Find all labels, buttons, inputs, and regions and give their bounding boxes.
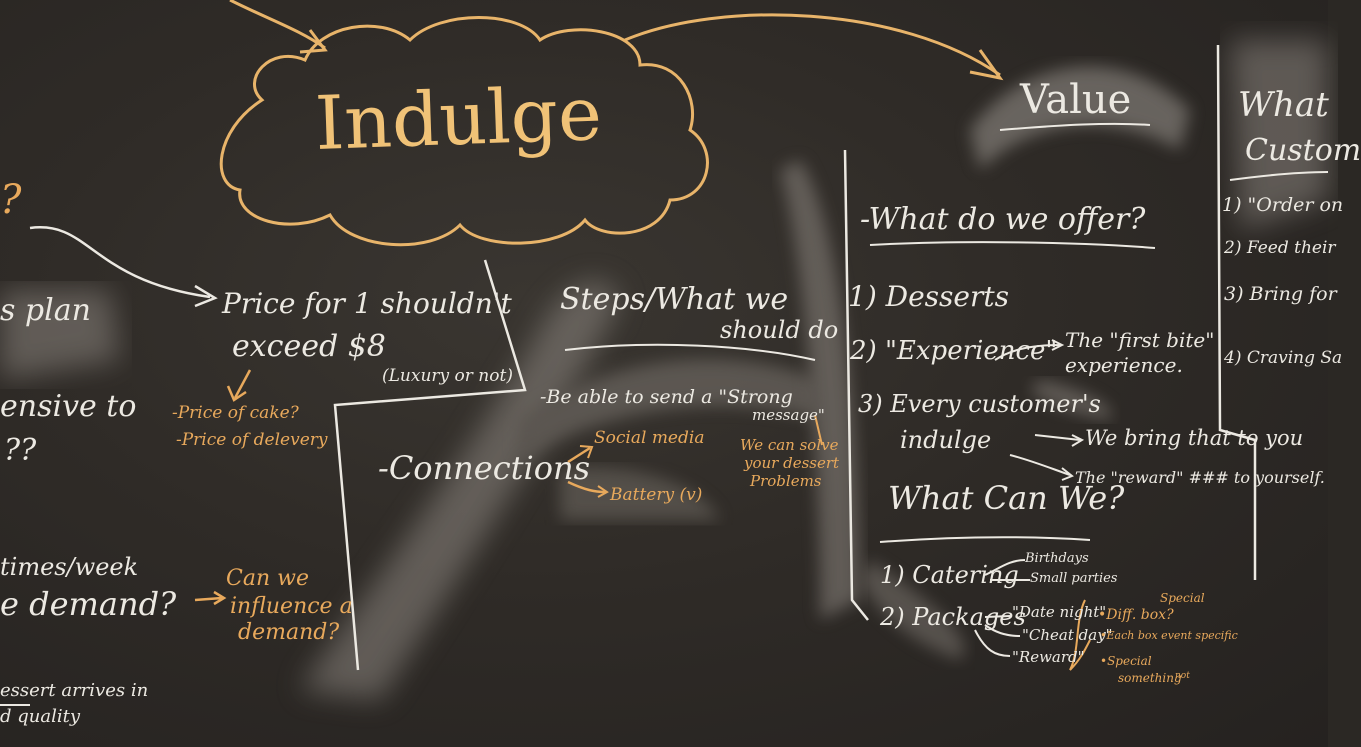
- value-reward: The "reward" ### to yourself.: [1075, 468, 1325, 487]
- value-item-1: 1) Desserts: [848, 280, 1009, 313]
- price-line-1: Price for 1 shouldn't: [222, 287, 512, 320]
- steps-send-1: -Be able to send a "Strong: [540, 386, 793, 408]
- value-special-something-1: •Special: [1100, 654, 1152, 668]
- cloud-outline: [219, 16, 709, 247]
- influence-line-2: influence a: [230, 594, 353, 619]
- influence-line-3: demand?: [238, 620, 340, 645]
- steps-heading-2: should do: [720, 316, 839, 344]
- value-can-we: What Can We?: [888, 479, 1125, 517]
- left-plan-text: s plan: [0, 293, 91, 328]
- steps-connections: -Connections: [378, 449, 591, 487]
- value-small-parties: Small parties: [1030, 571, 1118, 586]
- steps-social-media: Social media: [594, 428, 705, 448]
- value-date-night: "Date night": [1012, 603, 1107, 621]
- chalk-drawing-layer: [0, 0, 1329, 706]
- left-dessert-text: essert arrives in: [0, 680, 149, 701]
- value-each-box: •Each box event specific: [1100, 629, 1238, 642]
- cloud-title: Indulge: [313, 71, 604, 167]
- left-demand-text: e demand?: [0, 585, 177, 623]
- left-times-text: times/week: [0, 553, 139, 581]
- right-item-2: 2) Feed their: [1224, 238, 1336, 258]
- steps-battery: Battery (v): [610, 485, 703, 505]
- value-not: not: [1175, 671, 1190, 681]
- steps-heading-1: Steps/What we: [560, 282, 789, 317]
- value-first-bite-1: The "first bite": [1065, 328, 1215, 352]
- right-item-1: 1) "Order on: [1222, 194, 1344, 216]
- right-title-1: What: [1238, 85, 1329, 125]
- left-question-mark: ?: [0, 177, 22, 223]
- left-ensive-text: ensive to: [0, 389, 137, 424]
- steps-solve-1: We can solve: [740, 436, 839, 454]
- left-quality-text: d quality: [0, 706, 81, 727]
- price-line-2: exceed $8: [232, 329, 386, 364]
- value-item-3-line-1: 3) Every customer's: [858, 390, 1101, 418]
- value-birthdays: Birthdays: [1025, 551, 1089, 566]
- price-delivery: -Price of delevery: [176, 430, 328, 450]
- influence-line-1: Can we: [226, 566, 309, 591]
- right-title-2: Custom: [1245, 133, 1361, 168]
- value-item-2: 2) "Experience": [850, 336, 1058, 366]
- left-qqq-text: ??: [4, 433, 37, 468]
- value-cheat-day: "Cheat day": [1022, 626, 1113, 644]
- value-catering: 1) Catering: [880, 561, 1019, 589]
- value-diff-box: •Diff. box?: [1098, 607, 1174, 623]
- steps-send-2: message": [752, 406, 825, 424]
- value-offer-heading: -What do we offer?: [860, 202, 1146, 237]
- steps-solve-3: Problems: [750, 472, 822, 490]
- right-item-3: 3) Bring for: [1224, 283, 1337, 305]
- value-packages: 2) Packages: [880, 603, 1026, 631]
- value-bring: We bring that to you: [1085, 426, 1304, 450]
- eraser-smudges: [0, 40, 1328, 700]
- value-first-bite-2: experience.: [1065, 353, 1183, 377]
- value-reward-package: "Reward": [1012, 648, 1085, 666]
- price-paren: (Luxury or not): [382, 366, 513, 386]
- price-cake: -Price of cake?: [172, 403, 299, 423]
- value-title: Value: [1020, 77, 1132, 123]
- right-item-4: 4) Craving Sa: [1224, 348, 1343, 368]
- value-item-3-line-2: indulge: [900, 426, 992, 454]
- steps-solve-2: your dessert: [744, 454, 840, 472]
- value-special-top: Special: [1160, 591, 1205, 605]
- value-special-something-2: something: [1118, 671, 1182, 685]
